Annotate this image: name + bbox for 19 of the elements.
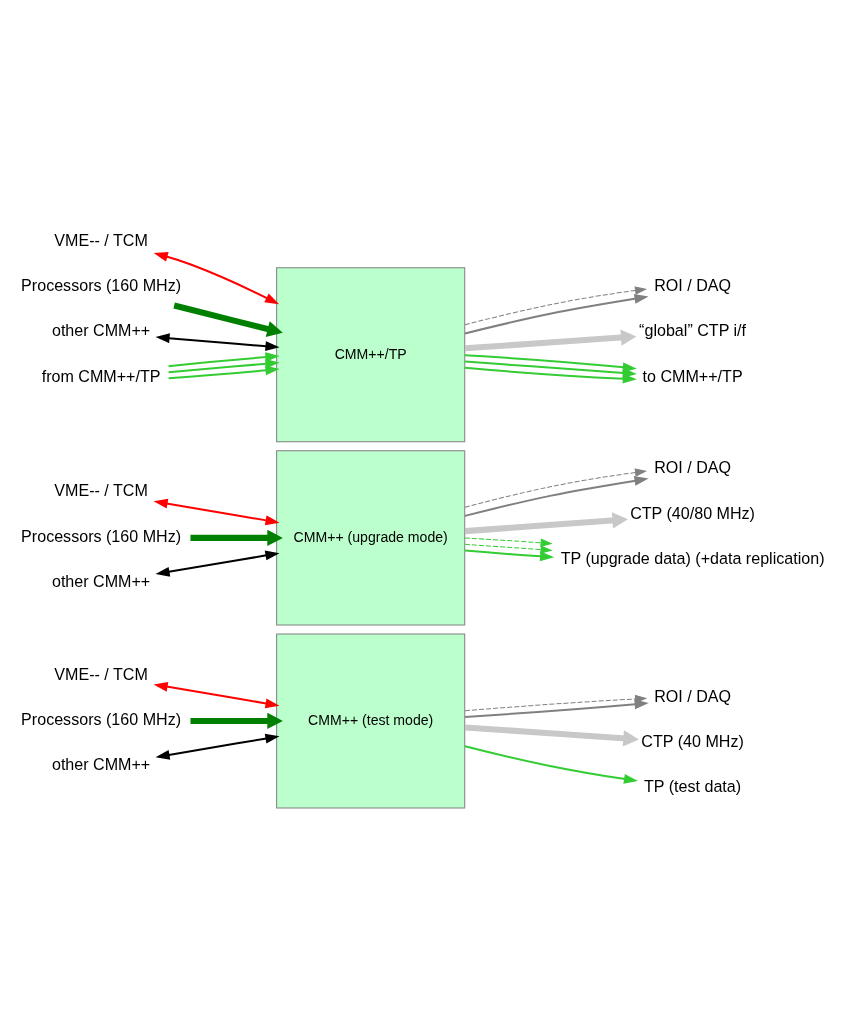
node-text: TP (test data) [644,777,742,796]
node-text: ROI / DAQ [654,686,732,705]
node-text: “global” CTP i/f [639,321,747,340]
node-text: ROI / DAQ [654,458,732,477]
node-text: Processors (160 MHz) [21,526,182,545]
node-text: Processors (160 MHz) [21,276,182,295]
node-text: to CMM++/TP [642,366,743,385]
node-text: other CMM++ [51,755,151,774]
node-text: ROI / DAQ [654,276,732,295]
node-text: Processors (160 MHz) [21,709,182,728]
node-text: VME-- / TCM [54,230,148,249]
node-text: CTP (40/80 MHz) [630,503,755,522]
node-text: TP (upgrade data) (+data replication) [560,548,825,567]
node-text: VME-- / TCM [54,664,148,683]
node-text: from CMM++/TP [41,366,161,385]
node-text: VME-- / TCM [54,481,148,500]
node-text: other CMM++ [51,321,151,340]
node-text: CTP (40 MHz) [641,731,744,750]
node-text: other CMM++ [51,571,151,590]
